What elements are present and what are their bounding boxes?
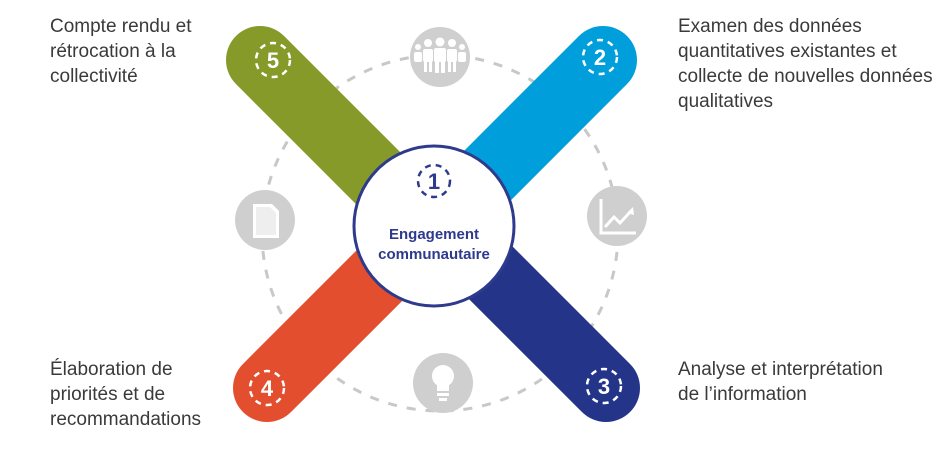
svg-text:2: 2: [594, 45, 606, 70]
document-icon: [235, 190, 295, 250]
people-icon: [410, 27, 470, 87]
svg-text:5: 5: [267, 48, 279, 73]
badge-step-2: 2: [581, 38, 619, 76]
svg-text:4: 4: [261, 376, 274, 401]
center-number-ring: [416, 163, 452, 199]
lightbulb-icon: [413, 353, 473, 413]
svg-text:3: 3: [598, 374, 610, 399]
center-label-line1: Engagement: [389, 226, 479, 243]
badge-step-4: 4: [248, 369, 286, 407]
label-step-2: Examen des données quantitatives existan…: [678, 16, 933, 112]
badge-step-3: 3: [585, 367, 623, 405]
label-step-5: Compte rendu et rétrocation à la collect…: [50, 16, 192, 87]
center-number: 1: [428, 169, 440, 194]
label-step-4: Élaboration de priorités et de recommand…: [50, 359, 202, 430]
badge-step-5: 5: [254, 41, 292, 79]
center-circle: [352, 144, 516, 308]
center-label-line2: communautaire: [378, 246, 490, 263]
chart-icon: [587, 186, 647, 246]
label-step-3: Analyse et interprétation de l’informati…: [678, 359, 883, 405]
